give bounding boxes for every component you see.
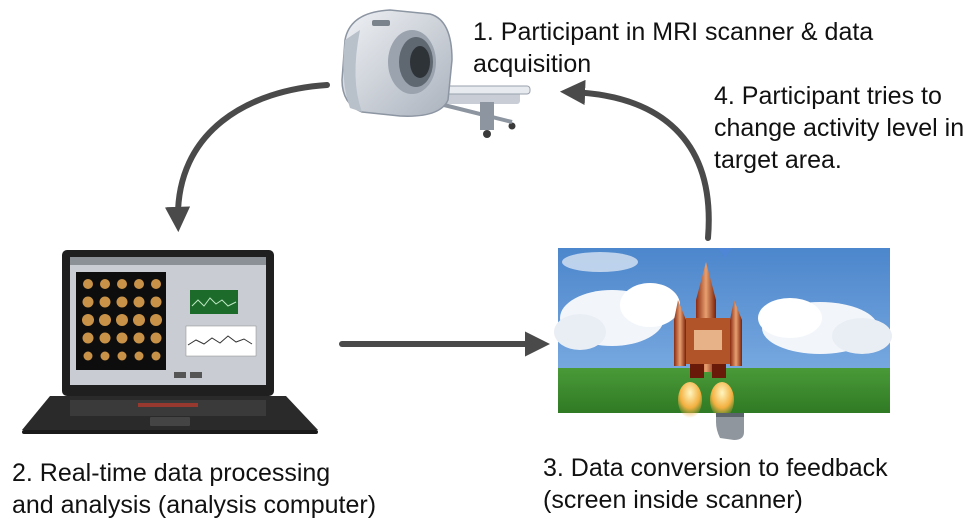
step4-line3: target area. bbox=[714, 146, 842, 174]
step2-line1: 2. Real-time data processing bbox=[12, 459, 331, 487]
feedback-screen-illustration bbox=[554, 248, 892, 440]
step4-line2: change activity level in bbox=[714, 114, 965, 142]
arrow-scanner-to-computer bbox=[164, 82, 330, 233]
step1-line2: acquisition bbox=[473, 50, 592, 78]
step4-line1: 4. Participant tries to bbox=[714, 82, 942, 110]
step1-line1: 1. Participant in MRI scanner & data bbox=[473, 18, 874, 46]
arrow-feedback-to-scanner bbox=[559, 79, 712, 241]
mri-scanner-illustration bbox=[341, 9, 531, 138]
laptop-illustration bbox=[22, 250, 318, 434]
step2-label: 2. Real-time data processing and analysi… bbox=[12, 457, 376, 521]
step4-label: 4. Participant tries to change activity … bbox=[714, 80, 964, 176]
brain-slice-grid bbox=[82, 279, 162, 361]
rocket-sprite bbox=[674, 262, 742, 378]
step3-label: 3. Data conversion to feedback (screen i… bbox=[543, 452, 888, 516]
step3-line1: 3. Data conversion to feedback bbox=[543, 454, 888, 482]
step1-label: 1. Participant in MRI scanner & data acq… bbox=[473, 16, 873, 80]
step3-line2: (screen inside scanner) bbox=[543, 486, 803, 514]
step2-line2: and analysis (analysis computer) bbox=[12, 491, 377, 519]
